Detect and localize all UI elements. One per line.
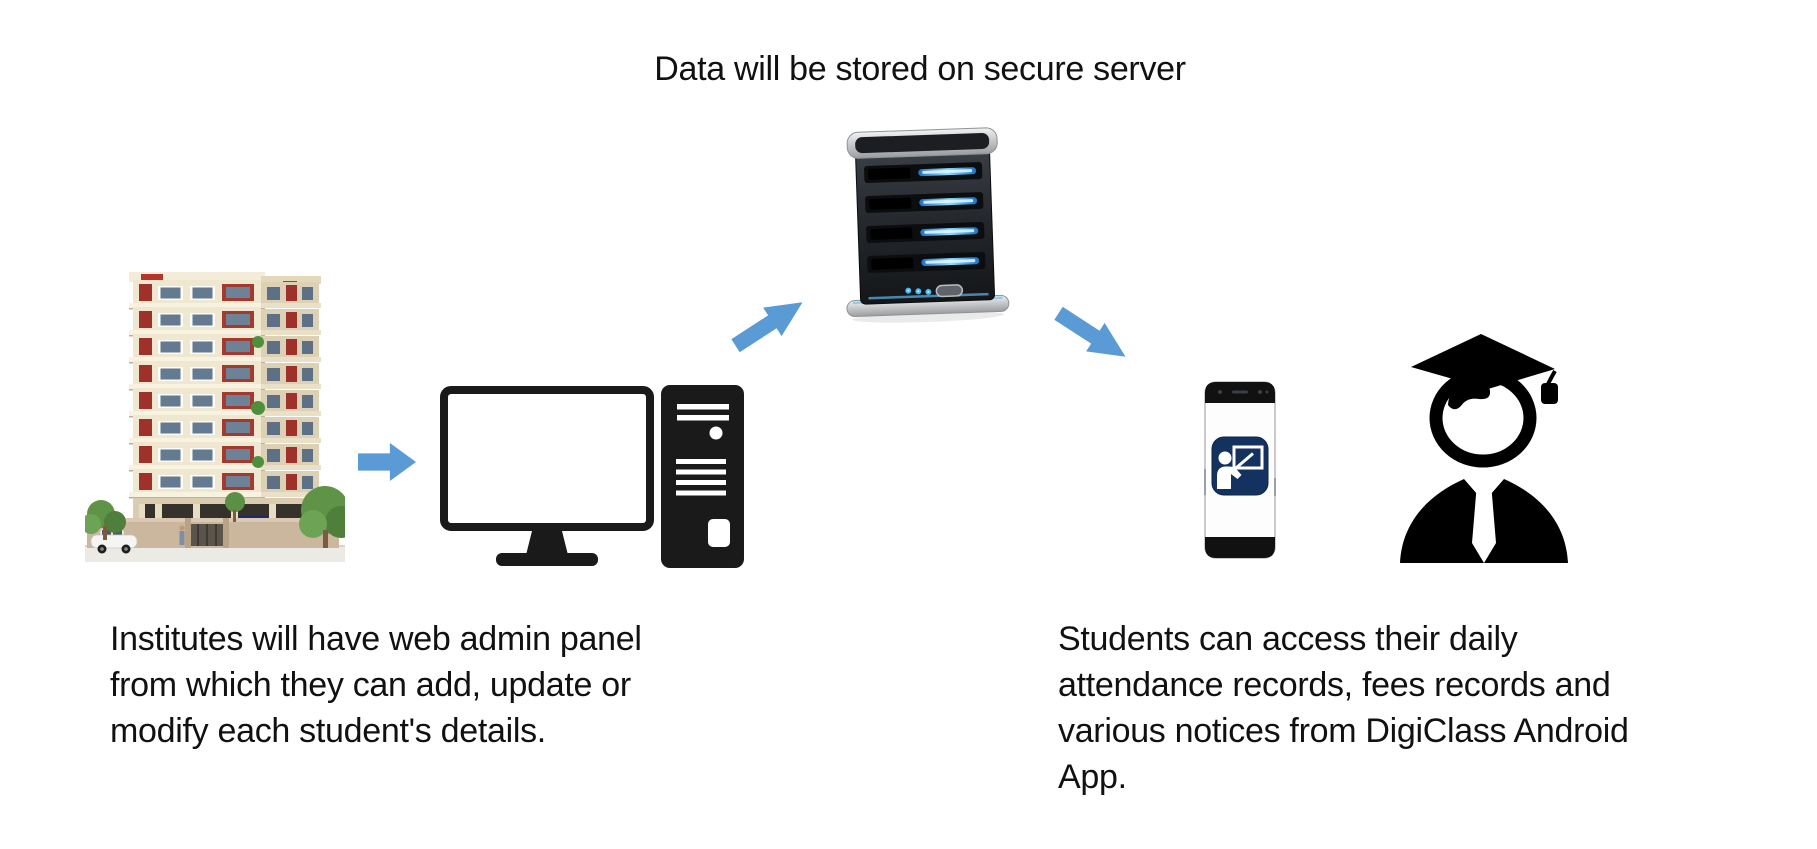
arrow-down-right-icon xyxy=(1054,306,1126,357)
institute-caption: Institutes will have web admin panel fro… xyxy=(110,620,642,750)
institute-building-illustration xyxy=(85,272,345,562)
arrow-right-icon xyxy=(358,443,416,481)
graduate-student-icon xyxy=(1400,334,1568,563)
smartphone-digiclass-app-icon xyxy=(1204,381,1276,559)
digiclass-app-teacher-glyph xyxy=(1211,436,1269,496)
students-caption: Students can access their daily attendan… xyxy=(1058,620,1629,796)
server-tower-icon xyxy=(846,127,1010,323)
diagram-title: Data will be stored on secure server xyxy=(654,50,1186,88)
desktop-computer-icon xyxy=(440,385,744,568)
arrow-up-right-icon xyxy=(731,302,803,353)
